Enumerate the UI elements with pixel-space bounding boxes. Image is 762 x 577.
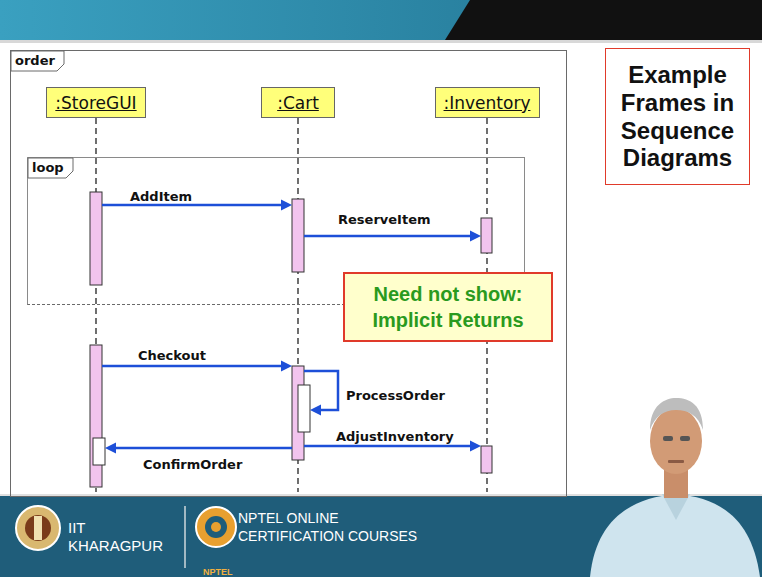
message-line	[113, 447, 292, 450]
message-label: ProcessOrder	[346, 388, 445, 403]
message-arrow	[304, 231, 481, 242]
frame-tag: order	[11, 51, 64, 71]
lifeline-name: :StoreGUI	[55, 93, 136, 113]
message-arrow	[304, 371, 338, 416]
nptel-logo	[196, 507, 236, 547]
message-label: AdjustInventory	[336, 429, 454, 444]
arrow-head	[105, 443, 116, 454]
message-label-holder: AddItem	[130, 187, 192, 205]
arrow-head	[470, 231, 481, 242]
lifeline-name: :Inventory	[444, 93, 531, 113]
message-label-holder: Checkout	[138, 346, 206, 364]
footer-text: NPTEL ONLINE CERTIFICATION COURSES	[238, 510, 417, 544]
presenter-figure	[590, 398, 760, 577]
note-callout: Need not show: Implicit Returns	[343, 272, 553, 342]
footer-rule	[0, 494, 762, 496]
frame-tag-shape	[11, 51, 64, 71]
message-label-holder: ConfirmOrder	[143, 455, 242, 473]
logo-caption: NPTEL	[203, 567, 233, 577]
message-label-holder: ReserveItem	[338, 210, 431, 228]
footer-text-holder: IIT KHARAGPUR	[68, 519, 178, 555]
iit-logo	[16, 506, 60, 550]
box-text: Need not show: Implicit Returns	[353, 281, 543, 333]
lifeline-name: :Cart	[277, 93, 319, 113]
frame-tag: loop	[28, 158, 73, 178]
message-arrow	[105, 443, 292, 454]
arrow-head	[281, 361, 292, 372]
footer-text-holder: NPTEL ONLINE CERTIFICATION COURSES	[238, 509, 428, 545]
top-band-dark	[445, 0, 762, 40]
message-line	[304, 371, 338, 410]
title-box: Example Frames in Sequence Diagrams	[605, 48, 750, 185]
arrow-head	[310, 405, 321, 416]
message-line	[102, 365, 284, 368]
footer-divider	[184, 506, 186, 568]
top-rule	[0, 40, 762, 43]
message-label: ConfirmOrder	[143, 457, 242, 472]
message-label-holder: ProcessOrder	[346, 386, 445, 404]
message-line	[304, 235, 473, 238]
top-band	[0, 0, 762, 40]
message-line	[102, 204, 284, 207]
message-label: Checkout	[138, 348, 206, 363]
footer-text: IIT KHARAGPUR	[68, 519, 163, 554]
message-label: ReserveItem	[338, 212, 431, 227]
arrow-head	[281, 200, 292, 211]
sequence-frame: order :StoreGUI :Cart :Inventory loopNeed no…	[10, 50, 567, 497]
lifeline-head: :StoreGUI	[46, 87, 146, 118]
nested-activation-bars	[93, 385, 310, 465]
footer-text-holder: NPTEL	[203, 561, 243, 577]
message-label: AddItem	[130, 189, 192, 204]
arrow-head	[470, 441, 481, 452]
message-line	[304, 445, 473, 448]
box-text: Example Frames in Sequence Diagrams	[614, 61, 741, 171]
lifeline-head: :Cart	[261, 87, 335, 118]
message-label-holder: AdjustInventory	[336, 427, 454, 445]
frame-tag-shape	[28, 158, 73, 178]
lifeline-head: :Inventory	[435, 87, 540, 118]
